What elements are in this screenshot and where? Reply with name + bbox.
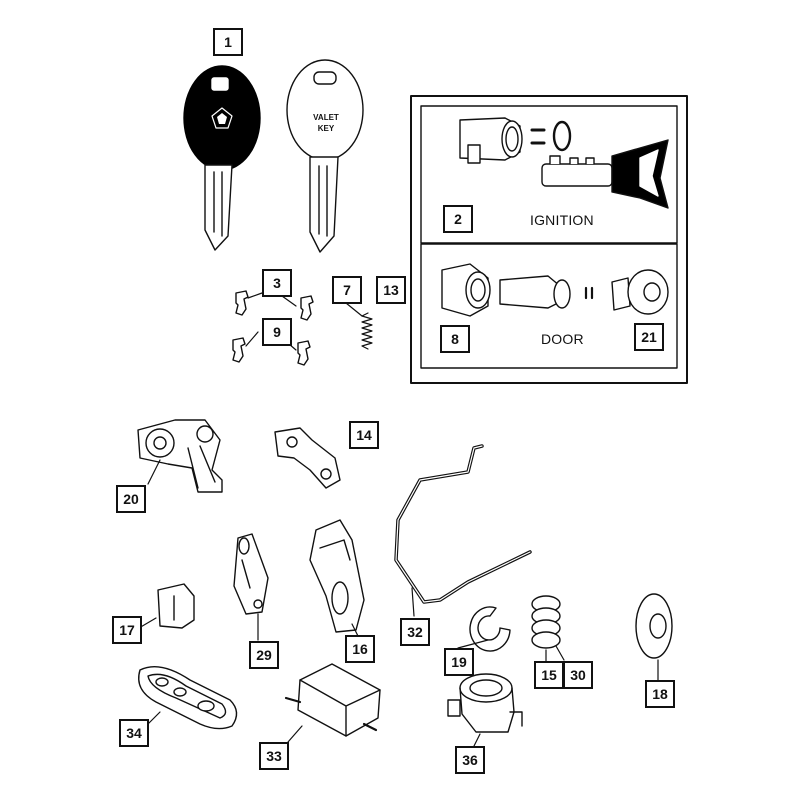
key-black-head — [183, 65, 261, 251]
spring — [361, 312, 373, 350]
callout-15: 15 — [534, 661, 564, 689]
callout-9: 9 — [262, 318, 292, 346]
callout-1: 1 — [213, 28, 243, 56]
retaining-clip — [309, 519, 365, 633]
kit-box-outer — [410, 95, 688, 384]
callout-21: 21 — [634, 323, 664, 351]
ignition-label: IGNITION — [530, 212, 594, 228]
kit-box-door-panel — [420, 243, 678, 369]
callout-3: 3 — [262, 269, 292, 297]
callout-13: 13 — [376, 276, 406, 304]
callout-29: 29 — [249, 641, 279, 669]
lock-housing — [447, 673, 523, 733]
callout-19: 19 — [444, 648, 474, 676]
callout-18: 18 — [645, 680, 675, 708]
leader-lines — [138, 292, 659, 747]
actuator-rod — [394, 444, 532, 604]
key-valet — [286, 59, 364, 253]
valet-key-label-line2: KEY — [318, 124, 335, 133]
ignition-cylinder — [541, 139, 669, 209]
callout-34: 34 — [119, 719, 149, 747]
lock-tumbler-parts — [232, 290, 314, 366]
callout-32: 32 — [400, 618, 430, 646]
e-clip — [469, 606, 511, 652]
latch-assembly — [137, 419, 223, 493]
callout-30: 30 — [563, 661, 593, 689]
callout-2: 2 — [443, 205, 473, 233]
door-lock-set — [441, 263, 669, 317]
callout-7: 7 — [332, 276, 362, 304]
door-lock-cap — [157, 583, 195, 629]
kit-box-ignition-panel — [420, 105, 678, 244]
callout-17: 17 — [112, 616, 142, 644]
callout-16: 16 — [345, 635, 375, 663]
callout-33: 33 — [259, 742, 289, 770]
key-fob-remote — [138, 666, 238, 730]
callout-36: 36 — [455, 746, 485, 774]
link-plate — [274, 427, 341, 489]
torsion-spring — [531, 595, 561, 649]
bezel-ring — [635, 593, 673, 659]
callout-8: 8 — [440, 325, 470, 353]
door-label: DOOR — [541, 331, 584, 347]
control-module — [284, 663, 381, 737]
callout-14: 14 — [349, 421, 379, 449]
valet-key-label-line1: VALET — [313, 113, 339, 122]
lock-lever — [233, 533, 269, 615]
callout-20: 20 — [116, 485, 146, 513]
ignition-housing — [459, 117, 572, 164]
